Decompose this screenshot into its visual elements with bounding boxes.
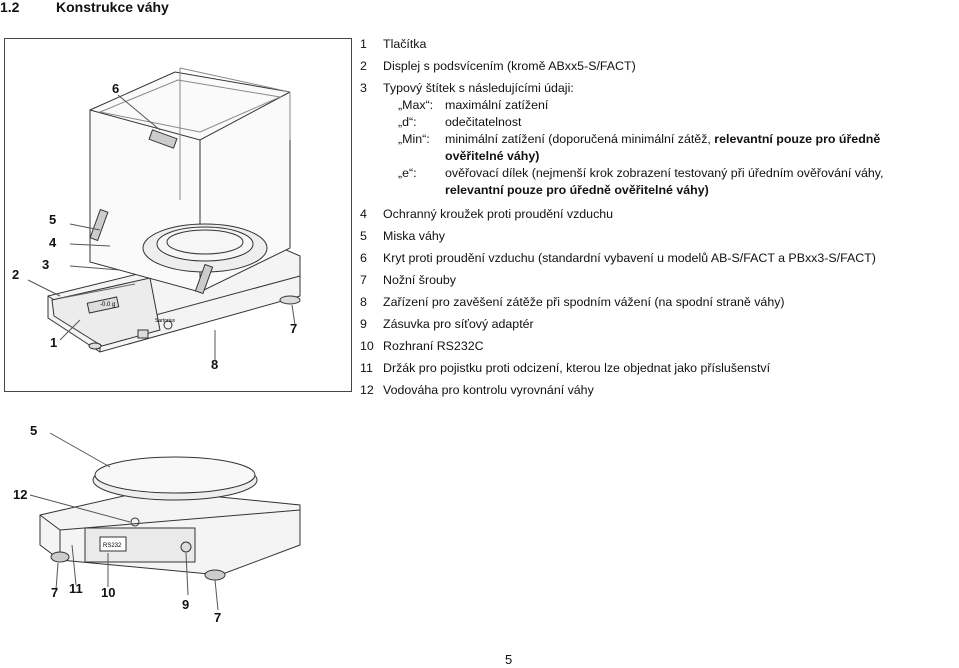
rear-port-label: RS232 (103, 543, 122, 549)
typeplate-row-e: „e“: ověřovací dílek (nejmenší krok zobr… (398, 166, 884, 180)
figure-frame (4, 38, 352, 392)
callout-8: 8 (211, 357, 219, 372)
callout-1: 1 (50, 335, 58, 350)
callout-bottom-5: 5 (30, 423, 38, 438)
callout-5: 5 (49, 212, 57, 227)
callout-3: 3 (42, 257, 50, 272)
typeplate-row-e-cont: relevantní pouze pro úředně ověřitelné v… (445, 183, 709, 197)
callout-bottom-9: 9 (182, 597, 190, 612)
typeplate-row-min: „Min“: minimální zatížení (doporučená mi… (398, 132, 881, 146)
section-number: 1.2 (0, 0, 20, 15)
callout-6: 6 (112, 81, 120, 96)
section-title: Konstrukce váhy (56, 0, 169, 15)
callout-7: 7 (290, 321, 298, 336)
legend-item-2: 2 Displej s podsvícením (kromě ABxx5-S/F… (360, 59, 636, 73)
legend-item-1: 1 Tlačítka (360, 37, 427, 51)
callout-bottom-7a: 7 (51, 585, 59, 600)
callout-bottom-12: 12 (13, 487, 28, 502)
callout-bottom-7b: 7 (214, 610, 222, 625)
legend-item-3: 3 Typový štítek s následujícími údaji: (360, 81, 574, 95)
callout-bottom-11: 11 (69, 581, 83, 596)
callout-4: 4 (49, 235, 57, 250)
balance-rear-illustration: RS232 (29, 432, 301, 611)
callout-bottom-10: 10 (101, 585, 116, 600)
typeplate-row-min-cont: ověřitelné váhy) (445, 149, 540, 163)
typeplate-row-d: „d“: odečitatelnost (398, 115, 522, 129)
page-number: 5 (505, 652, 513, 667)
display-readout: -0.0 g (100, 302, 115, 308)
component-legend: 1 Tlačítka 2 Displej s podsvícením (krom… (360, 37, 956, 405)
typeplate-label: Sartorius (155, 318, 176, 324)
balance-illustration: -0.0 g Sartorius (27, 67, 301, 360)
typeplate-row-max: „Max“: maximální zatížení (398, 98, 549, 112)
callout-2: 2 (12, 267, 20, 282)
